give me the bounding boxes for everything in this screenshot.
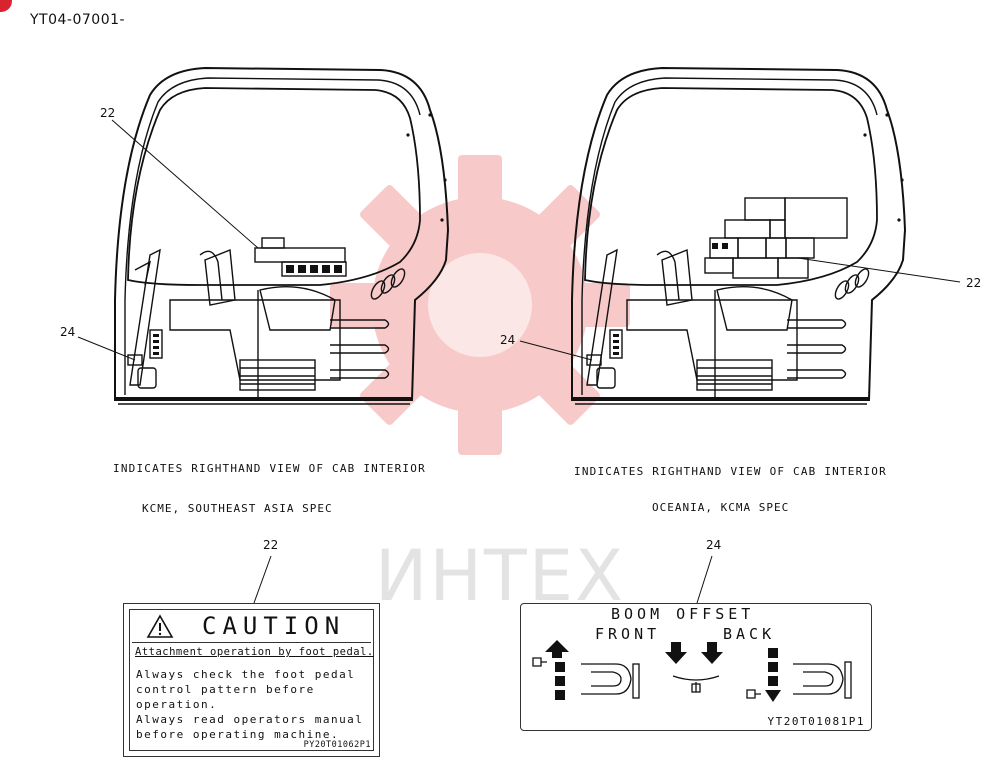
caution-inner-border	[129, 609, 374, 751]
caution-divider	[132, 642, 371, 643]
right-callout-24: 24	[500, 333, 516, 347]
left-callout-22: 22	[100, 106, 116, 120]
caution-part-number: PY20T01062P1	[303, 740, 371, 750]
boom-back-label: BACK	[723, 625, 776, 643]
boom-part-number: YT20T01081P1	[767, 715, 865, 728]
right-caption: INDICATES RIGHTHAND VIEW OF CAB INTERIOR	[574, 465, 887, 478]
left-callout-24: 24	[60, 325, 76, 339]
document-code: YT04-07001-	[30, 12, 126, 28]
boom-callout: 24	[706, 538, 722, 552]
caution-line-4: Always read operators manual	[136, 713, 364, 726]
right-spec: OCEANIA, KCMA SPEC	[652, 501, 790, 514]
warning-triangle-icon	[146, 614, 174, 644]
caution-line-3: operation.	[136, 698, 218, 711]
right-callout-22: 22	[966, 276, 982, 290]
boom-offset-pictogram-icon	[532, 640, 852, 702]
caution-line-2: control pattern before	[136, 683, 315, 696]
caution-line-1: Always check the foot pedal	[136, 668, 356, 681]
caution-line-5: before operating machine.	[136, 728, 340, 741]
caution-subtitle: Attachment operation by foot pedal.	[135, 646, 374, 658]
boom-offset-title: BOOM OFFSET	[611, 605, 755, 623]
left-caption: INDICATES RIGHTHAND VIEW OF CAB INTERIOR	[113, 462, 426, 475]
caution-label: CAUTION Attachment operation by foot ped…	[123, 603, 380, 757]
caution-title: CAUTION	[202, 612, 346, 640]
boom-front-label: FRONT	[595, 625, 661, 643]
left-spec: KCME, SOUTHEAST ASIA SPEC	[142, 502, 333, 515]
boom-offset-label: BOOM OFFSET FRONT BACK	[520, 603, 872, 731]
caution-callout: 22	[263, 538, 279, 552]
